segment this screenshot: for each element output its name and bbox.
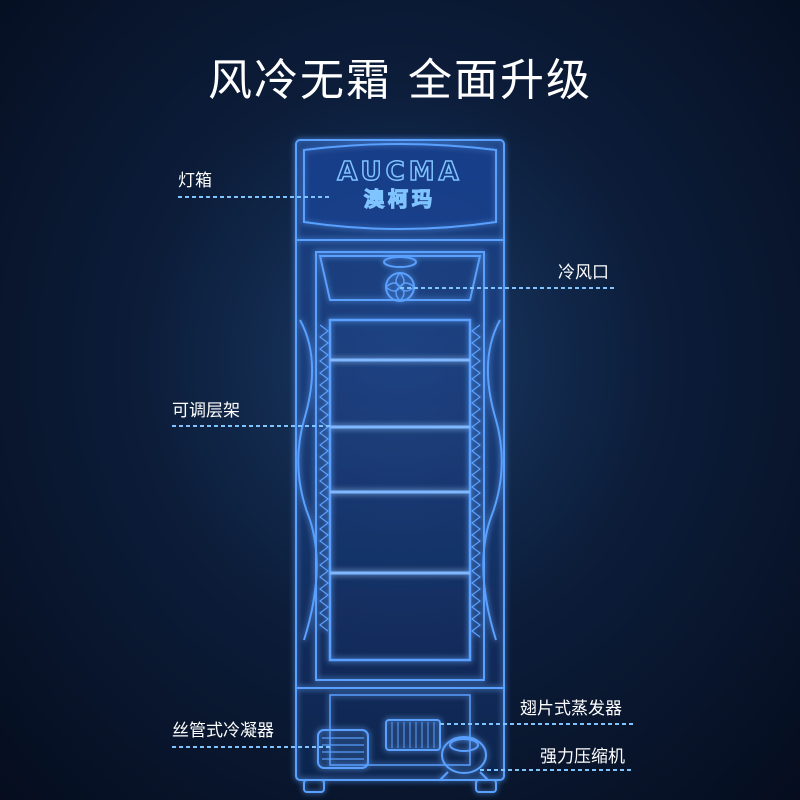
compressor-icon <box>439 736 489 781</box>
light-box <box>303 143 497 230</box>
right-coil <box>471 324 481 638</box>
label-light-box: 灯箱 <box>178 171 212 191</box>
brand-name-en: AUCMA <box>337 157 463 187</box>
left-wave <box>297 319 318 641</box>
label-adjustable-shelf: 可调层架 <box>172 401 240 421</box>
brand-name-cn: 澳柯玛 <box>364 187 436 211</box>
cabinet-outline <box>295 139 505 781</box>
label-fin-evaporator: 翅片式蒸发器 <box>520 699 622 719</box>
inner-chamber <box>328 318 472 662</box>
right-wave <box>482 319 503 641</box>
vent-ring <box>383 256 417 268</box>
air-outlet-box <box>318 255 482 301</box>
label-air-outlet: 冷风口 <box>558 263 609 283</box>
fin-evaporator-icon <box>385 719 441 751</box>
label-wire-condenser: 丝管式冷凝器 <box>172 721 274 741</box>
label-compressor: 强力压缩机 <box>540 747 625 767</box>
page-title: 风冷无霜 全面升级 <box>208 55 592 106</box>
wire-condenser-icon <box>317 729 369 769</box>
door-frame <box>315 251 485 681</box>
left-coil <box>319 324 329 632</box>
